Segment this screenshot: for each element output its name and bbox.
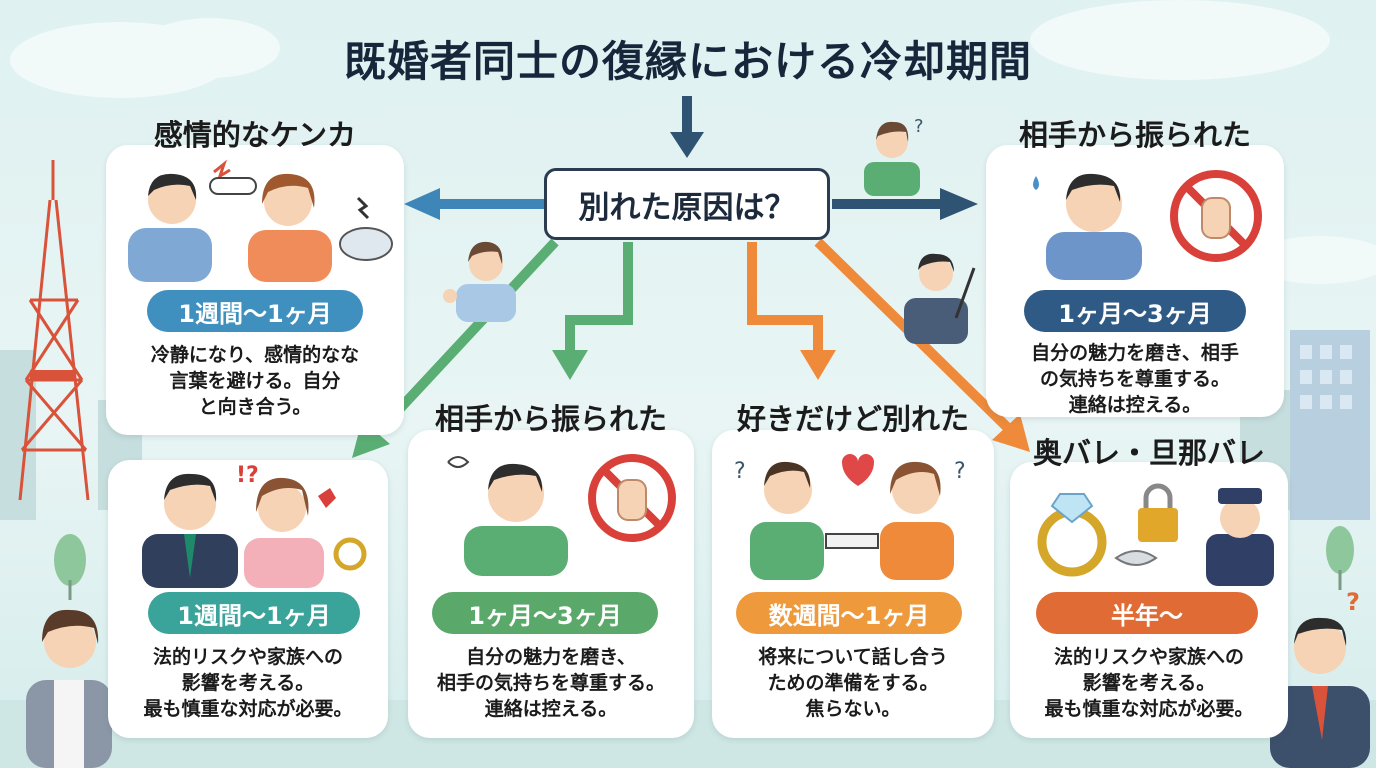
desc-line: 影響を考える。 — [181, 672, 315, 694]
period-pill-love-but-parted: 数週間〜1ヶ月 — [736, 592, 962, 634]
desc-line: 相手の気持ちを尊重する。 — [436, 672, 665, 694]
pointing-woman-icon — [443, 241, 516, 322]
desc-emotional-fight: 冷静になり、感情的なな 言葉を避ける。自分 と向き合う。 — [106, 342, 404, 420]
desc-line: 連絡は控える。 — [1068, 394, 1202, 416]
desc-legal-risk-left: 法的リスクや家族への 影響を考える。 最も慎重な対応が必要。 — [108, 644, 388, 722]
card-title-love-but-parted: 好きだけど別れた — [736, 402, 969, 436]
desc-line: の気持ちを尊重する。 — [1039, 368, 1230, 390]
exclaim-icon: !? — [236, 463, 259, 488]
desc-line: 連絡は控える。 — [484, 698, 618, 720]
period-pill-legal-risk-left: 1週間〜1ヶ月 — [148, 592, 360, 634]
desc-line: 自分の魅力を磨き、相手 — [1031, 342, 1239, 364]
question-mark-icon: ? — [914, 116, 924, 137]
ring-lock-guard-illustration — [1037, 483, 1274, 586]
desc-dumped-top: 自分の魅力を磨き、相手 の気持ちを尊重する。 連絡は控える。 — [986, 340, 1284, 418]
man-with-pointer-icon — [904, 253, 976, 344]
desc-line: 法的リスクや家族への — [1053, 646, 1244, 668]
arguing-couple-illustration — [128, 159, 393, 282]
period-pill-affair-discovered: 半年〜 — [1036, 592, 1258, 634]
arrow-to-love-but-parted — [747, 242, 823, 355]
desc-love-but-parted: 将来について話し合う ための準備をする。 焦らない。 — [712, 644, 994, 722]
card-title-affair-discovered: 奥バレ・旦那バレ — [1032, 436, 1265, 470]
desc-line: と向き合う。 — [198, 396, 312, 418]
desc-line: 最も慎重な対応が必要。 — [1044, 698, 1254, 720]
card-title-dumped-top: 相手から振られた — [1018, 118, 1251, 152]
desc-line: 法的リスクや家族への — [152, 646, 343, 668]
worried-couple-barrier-illustration: ? ? — [734, 454, 966, 580]
desc-affair-discovered: 法的リスクや家族への 影響を考える。 最も慎重な対応が必要。 — [1010, 644, 1288, 722]
desc-line: 冷静になり、感情的なな — [150, 344, 360, 366]
page-title: 既婚者同士の復縁における冷却期間 — [343, 37, 1032, 86]
period-pill-emotional-fight: 1週間〜1ヶ月 — [147, 290, 363, 332]
man-thinking-icon: ? — [1270, 590, 1370, 768]
arrow-to-dumped-middle — [565, 242, 633, 355]
thinking-woman-icon: ? — [864, 116, 924, 196]
arrow-to-dumped-top — [832, 188, 978, 220]
period-pill-dumped-middle: 1ヶ月〜3ヶ月 — [432, 592, 658, 634]
shocked-couple-illustration: !? — [142, 463, 367, 588]
desc-line: 自分の魅力を磨き、 — [466, 646, 636, 668]
desc-line: ための準備をする。 — [767, 672, 939, 694]
desc-line: 言葉を避ける。自分 — [169, 370, 341, 392]
crying-man-stop-sign-illustration — [1033, 170, 1262, 280]
question-mark-icon: ? — [734, 459, 746, 484]
question-box: 別れた原因は？ — [544, 168, 830, 240]
arrow-title-to-question — [670, 96, 704, 158]
desc-dumped-middle: 自分の魅力を磨き、 相手の気持ちを尊重する。 連絡は控える。 — [408, 644, 694, 722]
question-mark-icon: ? — [954, 459, 966, 484]
arrow-to-emotional-fight — [404, 188, 544, 220]
svg-text:?: ? — [1346, 590, 1360, 616]
crying-man-stop-sign-illustration — [447, 454, 676, 576]
card-title-dumped-middle: 相手から振られた — [434, 402, 667, 436]
period-pill-dumped-top: 1ヶ月〜3ヶ月 — [1024, 290, 1246, 332]
desc-line: 影響を考える。 — [1082, 672, 1216, 694]
desc-line: 将来について話し合う — [758, 646, 948, 668]
desc-line: 最も慎重な対応が必要。 — [143, 698, 353, 720]
desc-line: 焦らない。 — [805, 698, 901, 720]
card-title-emotional-fight: 感情的なケンカ — [153, 118, 357, 152]
